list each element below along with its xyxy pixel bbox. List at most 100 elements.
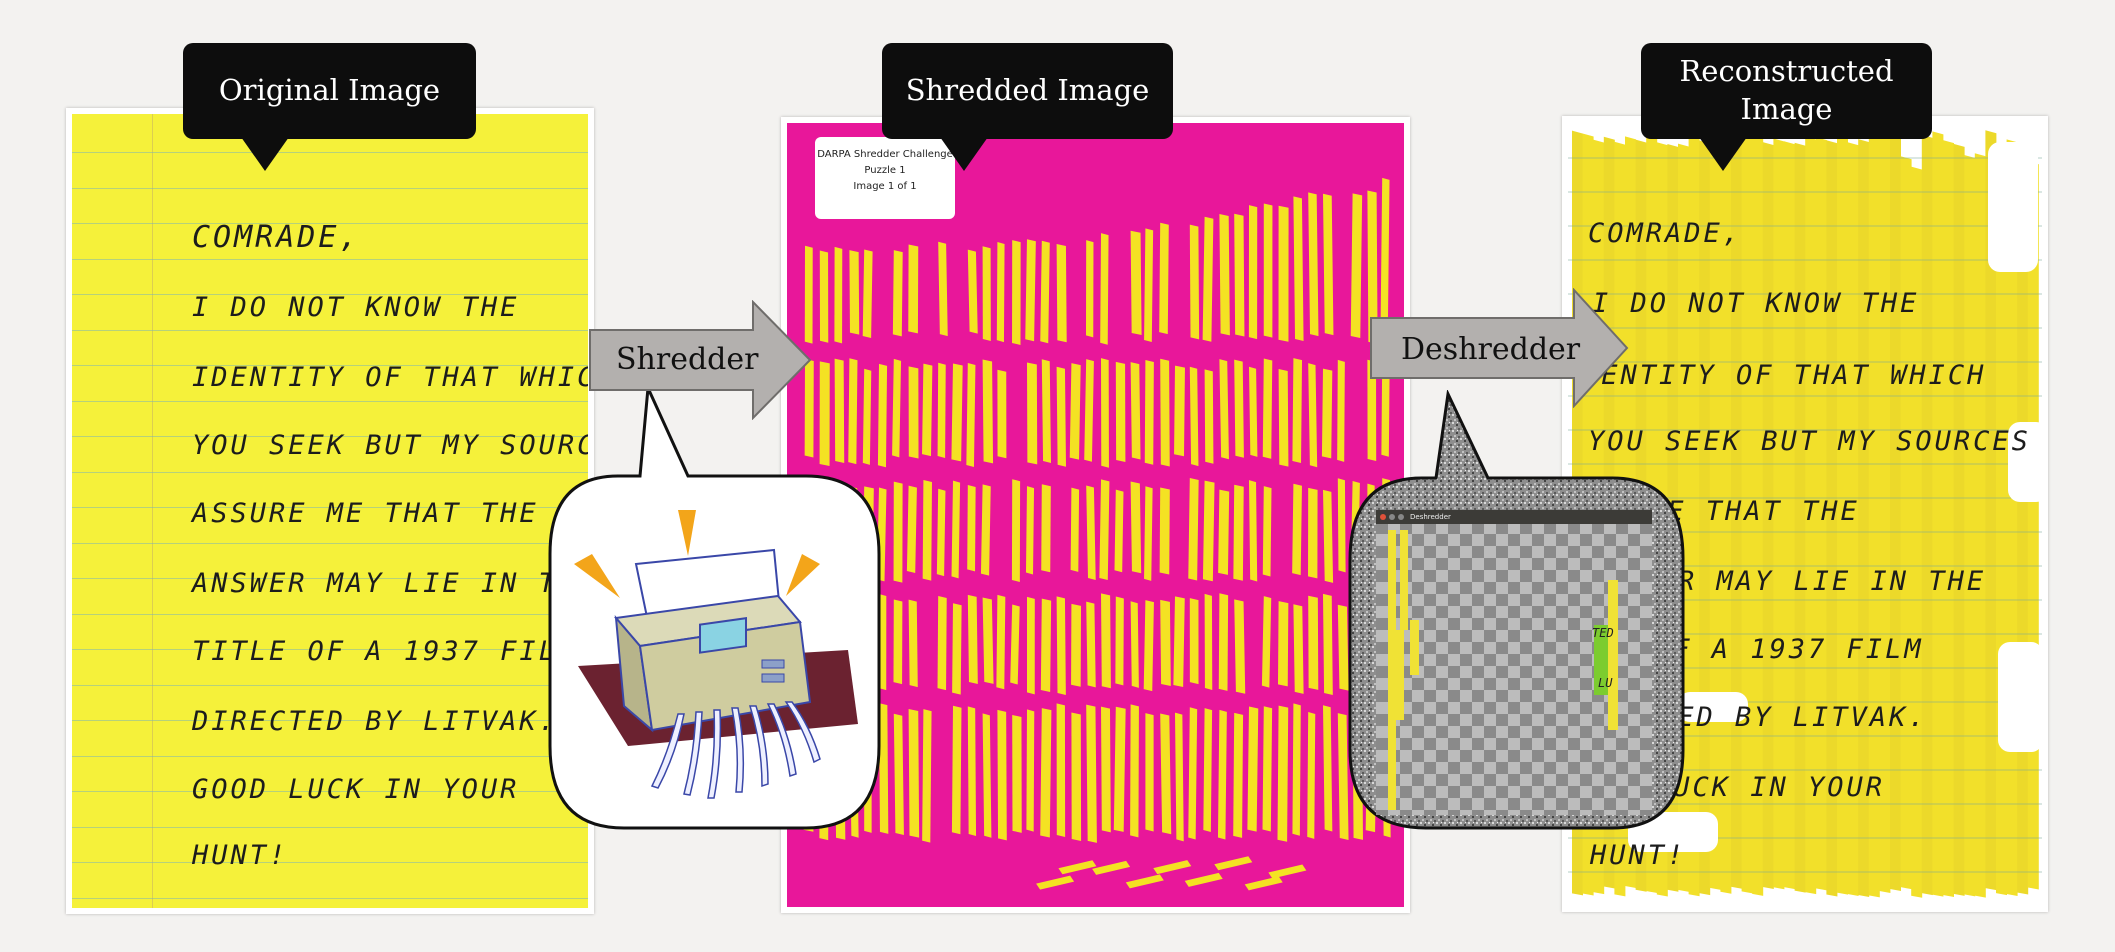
reconstructed-handwriting-line: HUNT! — [1590, 840, 1687, 871]
shred-scrap — [1036, 875, 1075, 890]
fragment-strip-left-1[interactable] — [1388, 530, 1396, 810]
shred-strip — [1277, 705, 1289, 842]
shred-strip — [1323, 593, 1333, 695]
shred-strip — [982, 713, 992, 838]
shred-strip — [1321, 368, 1333, 459]
shred-strip — [1249, 480, 1258, 582]
shred-strip — [982, 359, 994, 464]
shred-strips — [803, 177, 1392, 891]
shred-strip — [834, 358, 845, 464]
shred-strip — [1069, 363, 1081, 460]
shred-strip — [1293, 604, 1304, 694]
shred-strip — [1189, 224, 1200, 340]
shred-strip — [1130, 704, 1139, 838]
shred-strip — [1337, 604, 1349, 691]
original-handwriting-line: COMRADE, — [192, 220, 361, 255]
shred-strip — [1175, 712, 1184, 842]
fragment-strip-left-2[interactable] — [1400, 530, 1408, 630]
shred-strip — [951, 363, 963, 462]
original-handwriting-line: DIRECTED BY LITVAK. — [192, 706, 558, 737]
fragment-strip-right-1[interactable] — [1608, 580, 1618, 730]
original-handwriting-line: TITLE OF A 1937 FIL — [192, 636, 558, 667]
shred-strip — [1173, 596, 1185, 688]
shred-strip — [878, 594, 887, 691]
shred-strip — [1145, 713, 1154, 832]
shred-strip — [1174, 365, 1185, 457]
shred-strip — [1292, 703, 1301, 836]
fragment-text-2: LU — [1598, 676, 1613, 690]
shred-strip — [1337, 713, 1349, 840]
shred-strip — [1040, 708, 1052, 838]
reconstructed-handwriting-line: COMRADE, — [1588, 218, 1743, 249]
shred-strip — [1160, 358, 1170, 467]
shred-scrap — [1244, 876, 1283, 891]
shred-strip — [997, 369, 1007, 459]
shred-strip — [1056, 366, 1066, 467]
fragment-strip-left-4[interactable] — [1410, 620, 1419, 675]
shred-strip — [997, 709, 1007, 841]
reconstructed-strip — [1879, 133, 1891, 893]
shred-strip — [908, 366, 919, 459]
shred-strip — [1086, 601, 1096, 688]
fragment-strip-left-3[interactable] — [1394, 630, 1404, 720]
shred-scrap — [1184, 872, 1223, 887]
reconstructed-missing-area — [1678, 692, 1748, 722]
shred-strip — [1308, 487, 1318, 579]
deshredder-arrow — [1370, 288, 1629, 408]
ruled-line — [72, 578, 588, 579]
fragment-strip-right-green[interactable] — [1594, 625, 1610, 695]
shred-strip — [1025, 239, 1036, 342]
ruled-line — [72, 365, 588, 366]
shred-strip — [1056, 244, 1067, 343]
shred-strip — [1307, 712, 1316, 839]
shred-strip — [1204, 369, 1214, 464]
shred-strip — [1278, 368, 1289, 467]
reconstructed-missing-area — [1628, 812, 1718, 852]
shred-strip — [1144, 360, 1154, 465]
reconstructed-strip — [1837, 132, 1848, 895]
window-minimize-icon[interactable] — [1389, 514, 1395, 520]
deshredder-app-window: Deshredder TED LU — [1376, 510, 1652, 815]
shred-strip — [1144, 228, 1154, 342]
shred-strip — [1143, 600, 1154, 692]
shred-strip — [1086, 704, 1097, 843]
shred-strip — [1337, 359, 1345, 462]
original-handwriting-line: HUNT! — [192, 840, 289, 871]
shred-strip — [906, 485, 917, 574]
shred-strip — [1189, 598, 1199, 685]
shredder-illustration-bubble — [548, 384, 881, 830]
ruled-line — [72, 791, 588, 792]
shred-strip — [862, 368, 872, 465]
original-handwriting-line: IDENTITY OF THAT WHICH — [192, 362, 588, 393]
shred-strip — [1012, 240, 1021, 345]
reconstructed-missing-area — [1998, 642, 2042, 752]
reconstructed-handwriting-line: R MAY LIE IN THE — [1678, 566, 1987, 597]
shred-scrap — [1058, 860, 1097, 875]
shred-strip — [951, 705, 962, 835]
shred-strip — [1247, 706, 1259, 832]
original-handwriting-line: ANSWER MAY LIE IN TH — [192, 568, 578, 599]
shred-strip — [1308, 192, 1319, 337]
shred-strip — [1219, 359, 1229, 460]
reconstructed-handwriting-line: YOU SEEK BUT MY SOURCES — [1588, 426, 2031, 457]
window-close-icon[interactable] — [1380, 514, 1386, 520]
shred-strip — [982, 597, 994, 684]
reconstructed-image-callout: Reconstructed Image — [1641, 43, 1932, 171]
ruled-line — [72, 258, 588, 260]
ruled-line — [72, 755, 588, 757]
shred-strip — [849, 250, 860, 335]
shred-strip — [1234, 213, 1245, 337]
shred-strip — [1056, 703, 1066, 838]
shred-strip — [967, 485, 976, 572]
shred-strip — [1101, 358, 1109, 468]
window-maximize-icon[interactable] — [1398, 514, 1404, 520]
shred-strip — [804, 358, 814, 458]
shred-strip — [937, 596, 947, 691]
reconstructed-strip — [1847, 142, 1859, 897]
reconstructed-strip — [1805, 136, 1817, 895]
ruled-line — [72, 187, 588, 189]
shred-strip — [1026, 709, 1035, 832]
shred-strip — [1350, 193, 1363, 339]
shred-strip — [1084, 359, 1094, 462]
